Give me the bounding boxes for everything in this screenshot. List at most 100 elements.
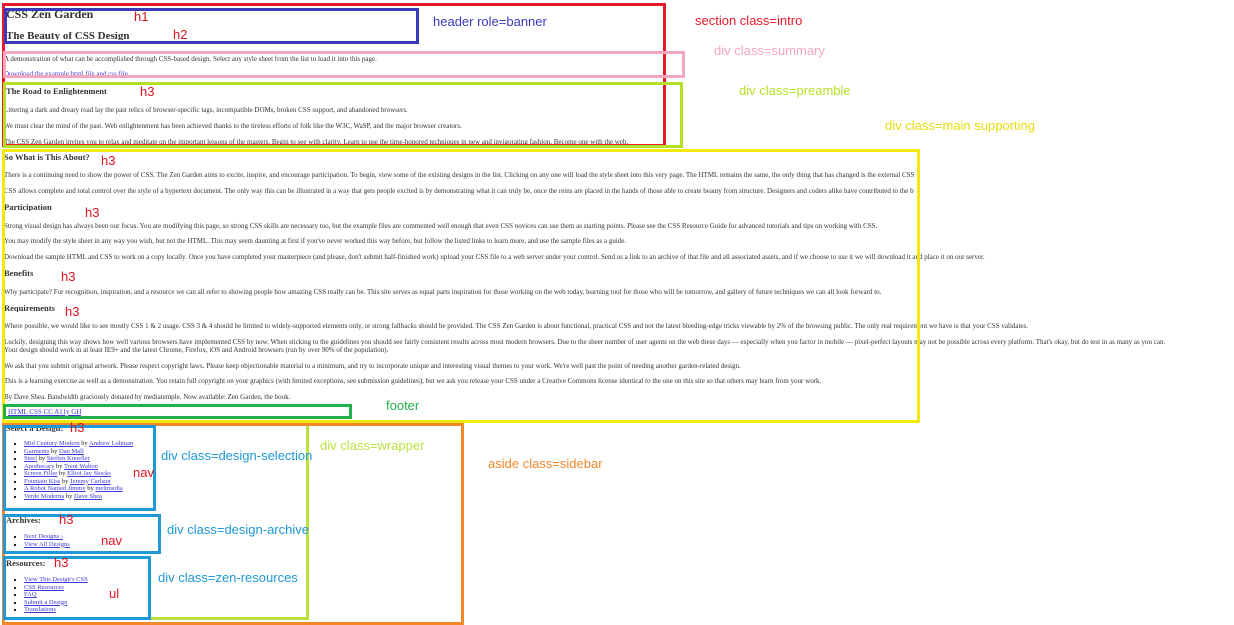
design-list-item: Fountain Kiss by Jeremy Carlson (24, 478, 158, 486)
designer-link[interactable]: Jeremy Carlson (70, 477, 111, 485)
design-link[interactable]: Mid Century Modern (24, 440, 80, 447)
resource-link[interactable]: FAQ (24, 591, 37, 598)
designer-link[interactable]: Dave Shea (74, 492, 102, 500)
design-list-item: A Robot Named Jimmy by meltmedia (24, 485, 158, 493)
design-selection-annotation: div class=design-selection (161, 448, 313, 463)
resource-item: CSS Resources (24, 584, 158, 592)
designer-link[interactable]: Dan Mall (59, 447, 84, 455)
page-h2-text: The Beauty of CSS Design (6, 32, 130, 40)
design-by-text: by (85, 485, 96, 492)
archive-link[interactable]: View All Designs (24, 540, 70, 548)
resource-link[interactable]: Translations (24, 606, 56, 613)
design-link[interactable]: Garments (24, 447, 50, 455)
sidebar-annotation: aside class=sidebar (488, 456, 603, 471)
archive-item: View All Designs (24, 541, 158, 549)
archive-link[interactable]: Next Designs › (24, 533, 63, 540)
design-archive-annotation: div class=design-archive (167, 522, 309, 537)
h3-tag-participation: h3 (85, 205, 100, 220)
archives-heading: Archives: (6, 516, 41, 524)
archive-item: Next Designs › (24, 533, 158, 541)
resource-link[interactable]: CSS Resources (24, 583, 64, 591)
design-list-item: Verde Moderna by Dave Shea (24, 493, 158, 501)
requirements-heading: Requirements (4, 304, 55, 312)
preamble-text-1: Littering a dark and dreary road lay the… (4, 106, 408, 114)
h3-tag-benefits: h3 (61, 269, 76, 284)
participation-heading: Participation (4, 203, 52, 211)
design-list-item: Screen Filler by Elliot Jay Stocks (24, 470, 158, 478)
resource-item: Translations (24, 606, 158, 614)
design-by-text: by (79, 440, 90, 447)
h3-tag-select: h3 (70, 420, 85, 435)
h3-tag-resources: h3 (54, 555, 69, 570)
header-annotation: header role=banner (433, 14, 547, 29)
design-list-item: Garments by Dan Mall (24, 448, 158, 456)
footer-annotation: footer (386, 398, 420, 413)
preamble-text-2: We must clear the mind of the past. Web … (4, 122, 462, 130)
designer-link[interactable]: Steffen Knoeller (46, 455, 90, 462)
about-text-2: CSS allows complete and total control ov… (4, 187, 914, 195)
resource-item: FAQ (24, 591, 158, 599)
designer-link[interactable]: Elliot Jay Stocks (67, 470, 111, 477)
requirements-text-6: By Dave Shea. Bandwidth graciously donat… (4, 393, 291, 401)
design-by-text: by (57, 470, 68, 477)
main-annotation: div class=main supporting (885, 118, 1035, 133)
wrapper-annotation: div class=wrapper (320, 438, 425, 453)
design-link[interactable]: Apothecary (24, 462, 55, 470)
participation-text-3: Download the sample HTML and CSS to work… (4, 253, 985, 261)
select-design-heading: Select a Design: (6, 424, 64, 432)
design-list-item: Mid Century Modern by Andrew Lohman (24, 440, 158, 448)
requirements-text-4: We ask that you submit original artwork.… (4, 362, 741, 370)
design-list-item: Steel by Steffen Knoeller (24, 455, 158, 463)
zen-resources-annotation: div class=zen-resources (158, 570, 298, 585)
design-by-text: by (60, 477, 71, 485)
preamble-annotation: div class=preamble (739, 83, 851, 98)
design-link[interactable]: Screen Filler (24, 470, 58, 477)
design-by-text: by (37, 455, 47, 462)
h2-tag: h2 (173, 27, 188, 42)
about-heading: So What is This About? (4, 153, 90, 161)
ul-tag-resources: ul (109, 586, 120, 601)
benefits-text-1: Why participate? For recognition, inspir… (4, 288, 882, 296)
h3-tag-about: h3 (101, 153, 116, 168)
summary-annotation: div class=summary (714, 43, 825, 58)
design-by-text: by (54, 462, 64, 470)
design-list-item: Apothecary by Trent Walton (24, 463, 158, 471)
design-by-text: by (64, 492, 74, 500)
resources-list: View This Design's CSSCSS ResourcesFAQSu… (8, 576, 158, 614)
preamble-text-3: The CSS Zen Garden invites you to relax … (4, 138, 629, 146)
designer-link[interactable]: Andrew Lohman (89, 440, 134, 447)
resource-link[interactable]: View This Design's CSS (24, 576, 88, 583)
requirements-text-1: Where possible, we would like to see mos… (4, 322, 1029, 330)
requirements-text-5: This is a learning exercise as well as a… (4, 377, 822, 385)
page-h1-text: CSS Zen Garden (6, 10, 94, 18)
designer-link[interactable]: Trent Walton (63, 462, 98, 470)
design-link[interactable]: Fountain Kiss (24, 477, 61, 485)
participation-text-1: Strong visual design has always been our… (4, 222, 878, 230)
intro-annotation: section class=intro (695, 13, 803, 28)
h3-tag-requirements: h3 (65, 304, 80, 319)
designer-link[interactable]: meltmedia (95, 485, 123, 492)
resource-link[interactable]: Submit a Design (24, 598, 68, 606)
h1-tag: h1 (134, 9, 149, 24)
benefits-heading: Benefits (4, 269, 34, 277)
h3-tag-preamble: h3 (140, 84, 155, 99)
resources-heading: Resources: (6, 559, 46, 567)
about-text-1: There is a continuing need to show the p… (4, 171, 914, 179)
resource-item: Submit a Design (24, 599, 158, 607)
nav-tag-selection: nav (133, 465, 154, 480)
resource-item: View This Design's CSS (24, 576, 158, 584)
footer-links-text[interactable]: HTML CSS CC A11y GH (8, 408, 82, 416)
design-link[interactable]: Verde Moderna (24, 492, 65, 500)
design-link[interactable]: A Robot Named Jimmy (24, 485, 86, 492)
summary-text-1: A demonstration of what can be accomplis… (4, 55, 377, 63)
summary-text-2: Download the example html file and css f… (4, 70, 128, 78)
preamble-heading: The Road to Enlightenment (6, 87, 107, 95)
participation-text-2: You may modify the style sheet in any wa… (4, 237, 627, 245)
archive-list: Next Designs ›View All Designs (8, 533, 158, 548)
design-list: Mid Century Modern by Andrew LohmanGarme… (8, 440, 158, 500)
requirements-text-3: Your design should work in at least IE9+… (4, 346, 389, 354)
design-by-text: by (49, 447, 60, 455)
nav-tag-archive: nav (101, 533, 122, 548)
design-link[interactable]: Steel (24, 455, 37, 462)
h3-tag-archives: h3 (59, 512, 74, 527)
